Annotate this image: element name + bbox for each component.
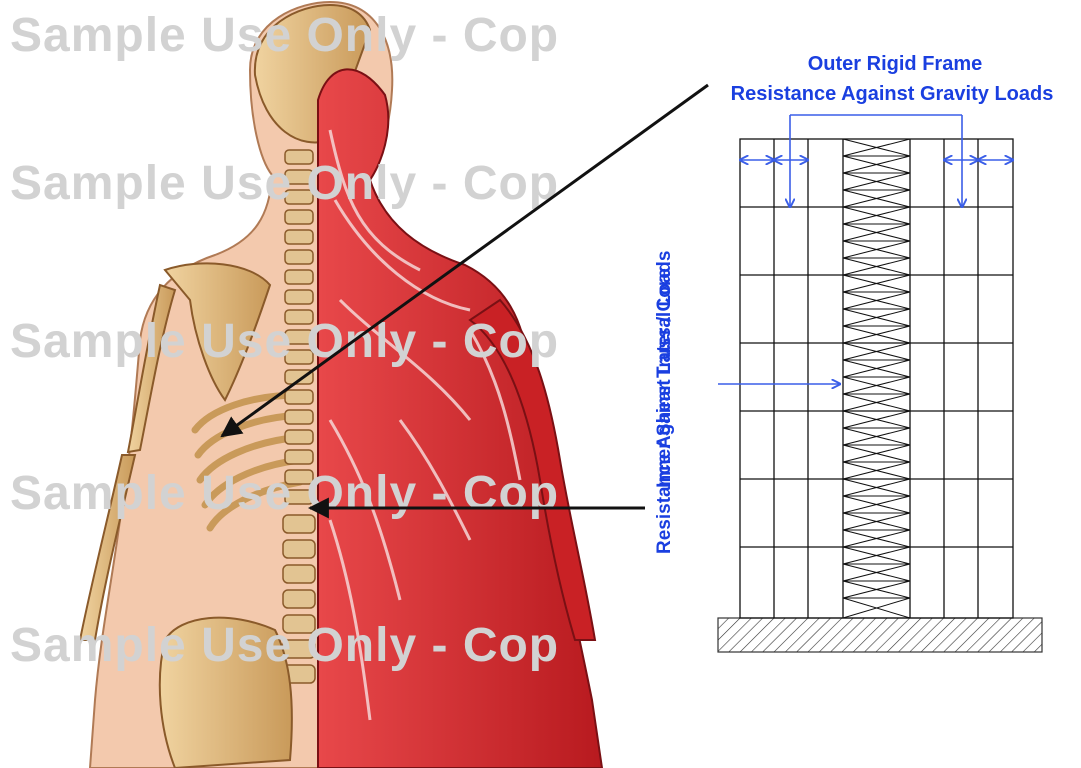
shear-truss-core bbox=[843, 139, 910, 618]
ground-foundation bbox=[718, 618, 1042, 652]
lateral-loads-caption: Resistance Against Lateral Loads bbox=[653, 254, 677, 554]
inner-core-label: Inner Shear Truss / Core Resistance Agai… bbox=[545, 366, 845, 416]
gravity-load-arrows bbox=[790, 115, 962, 207]
outer-frame-title: Outer Rigid Frame bbox=[775, 53, 1015, 76]
gravity-loads-caption: Resistance Against Gravity Loads bbox=[707, 83, 1077, 106]
